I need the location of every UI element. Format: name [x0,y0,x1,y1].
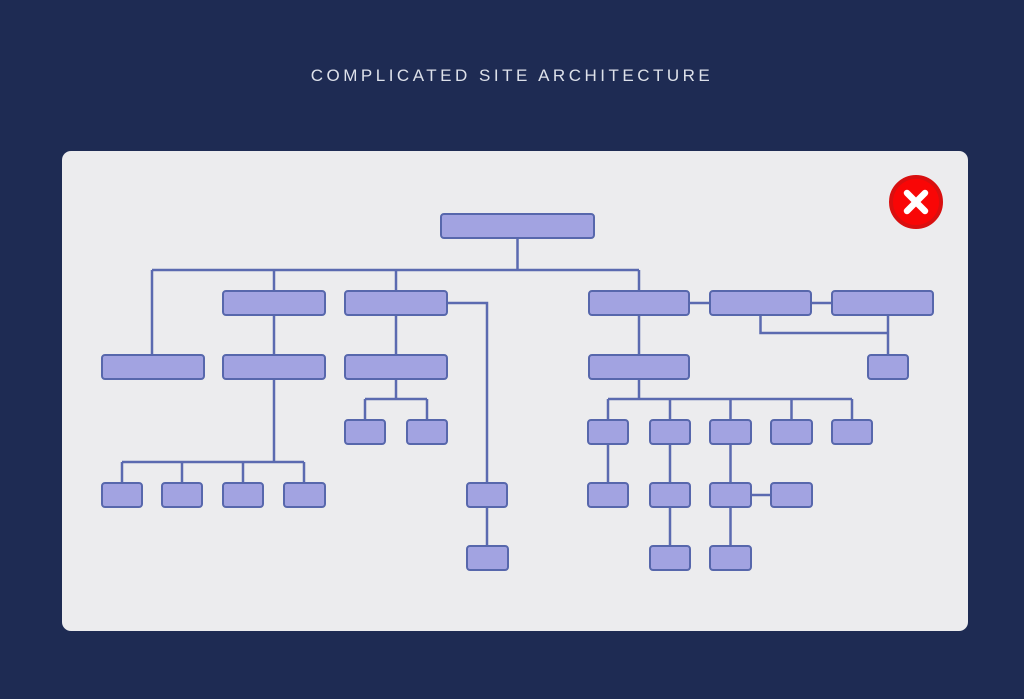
site-node-n15 [649,419,691,445]
site-node-n5 [709,290,812,316]
close-icon [903,189,929,215]
site-node-n1 [440,213,595,239]
site-node-n20 [161,482,203,508]
site-node-n23 [466,482,508,508]
site-node-n27 [770,482,813,508]
site-node-n12 [344,419,386,445]
site-node-n30 [709,545,752,571]
site-node-n7 [101,354,205,380]
site-node-n22 [283,482,326,508]
site-node-n2 [222,290,326,316]
connector-line [759,315,888,335]
site-node-n18 [831,419,873,445]
site-node-n26 [709,482,752,508]
site-node-n29 [649,545,691,571]
site-architecture-diagram [101,213,934,571]
connector-line [447,301,489,483]
site-node-n17 [770,419,813,445]
site-node-n10 [588,354,690,380]
site-node-n24 [587,482,629,508]
site-node-n11 [867,354,909,380]
site-node-n19 [101,482,143,508]
site-node-n21 [222,482,264,508]
site-node-n14 [587,419,629,445]
site-node-n25 [649,482,691,508]
site-node-n16 [709,419,752,445]
site-node-n9 [344,354,448,380]
site-node-n8 [222,354,326,380]
site-node-n6 [831,290,934,316]
site-node-n4 [588,290,690,316]
diagram-panel [62,151,968,631]
page-title: COMPLICATED SITE ARCHITECTURE [310,66,714,85]
site-node-n3 [344,290,448,316]
site-node-n28 [466,545,509,571]
close-button[interactable] [889,175,943,229]
site-node-n13 [406,419,448,445]
